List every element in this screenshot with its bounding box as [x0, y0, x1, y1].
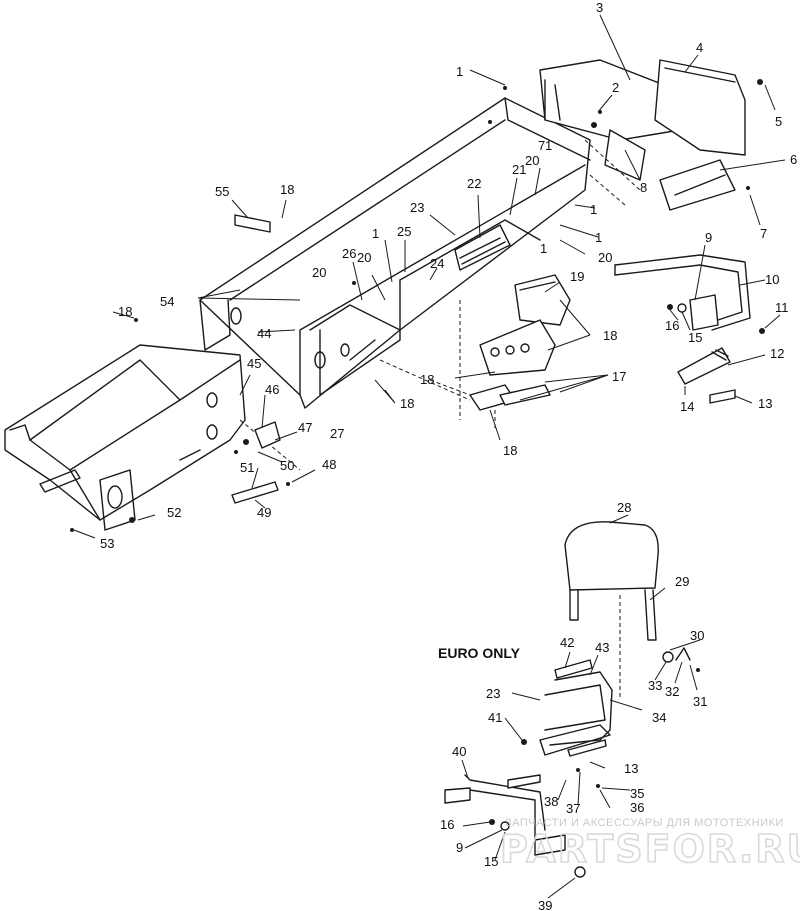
lower-left-parts	[70, 86, 507, 532]
callout-21-label: 21	[512, 162, 526, 177]
callout-22-label: 22	[467, 176, 481, 191]
callout-47-label: 47	[298, 420, 312, 435]
callout-20-label: 20	[357, 250, 371, 265]
callout-18-label: 18	[118, 304, 132, 319]
callout-9-label: 9	[705, 230, 712, 245]
callout-24-label: 24	[430, 256, 444, 271]
callout-16-label: 16	[665, 318, 679, 333]
callout-18-label: 18	[280, 182, 294, 197]
backrest-assembly	[444, 521, 700, 878]
callout-1-label: 1	[545, 138, 552, 153]
watermark-tagline: ЗАПЧАСТИ И АКСЕССУАРЫ ДЛЯ МОТОТЕХНИКИ	[505, 817, 784, 829]
callout-labels: 1111112345677899101112131314151516161718…	[100, 0, 797, 911]
watermark-brand: PARTSFOR.RU	[500, 827, 800, 871]
callout-28-label: 28	[617, 500, 631, 515]
callout-6-label: 6	[790, 152, 797, 167]
callout-11-label: 11	[775, 300, 789, 315]
mid-parts	[379, 224, 571, 430]
callout-13-label: 13	[758, 396, 772, 411]
tunnel-assembly	[199, 97, 591, 409]
callout-55-label: 55	[215, 184, 229, 199]
callout-27-label: 27	[330, 426, 344, 441]
callout-1-label: 1	[372, 226, 379, 241]
callout-18-label: 18	[603, 328, 617, 343]
callout-23-label: 23	[486, 686, 500, 701]
callout-38-label: 38	[544, 794, 558, 809]
callout-30-label: 30	[690, 628, 704, 643]
callout-7-label: 7	[538, 138, 545, 153]
callout-18-label: 18	[420, 372, 434, 387]
callout-1-label: 1	[456, 64, 463, 79]
callout-40-label: 40	[452, 744, 466, 759]
callout-5-label: 5	[775, 114, 782, 129]
callout-51-label: 51	[240, 460, 254, 475]
callout-34-label: 34	[652, 710, 666, 725]
callout-37-label: 37	[566, 801, 580, 816]
callout-16-label: 16	[440, 817, 454, 832]
rear-box-assembly	[539, 59, 763, 211]
callout-10-label: 10	[765, 272, 779, 287]
callout-1-label: 1	[540, 241, 547, 256]
callout-1-label: 1	[595, 230, 602, 245]
callout-15-label: 15	[688, 330, 702, 345]
callout-3-label: 3	[596, 0, 603, 15]
callout-23-label: 23	[410, 200, 424, 215]
callout-41-label: 41	[488, 710, 502, 725]
callout-15-label: 15	[484, 854, 498, 869]
callout-17-label: 17	[612, 369, 626, 384]
callout-33-label: 33	[648, 678, 662, 693]
callout-53-label: 53	[100, 536, 114, 551]
callout-20-label: 20	[525, 153, 539, 168]
callout-36-label: 36	[630, 800, 644, 815]
callout-42-label: 42	[560, 635, 574, 650]
callout-29-label: 29	[675, 574, 689, 589]
leader-lines	[73, 14, 786, 899]
callout-20-label: 20	[312, 265, 326, 280]
callout-25-label: 25	[397, 224, 411, 239]
chassis-assembly	[4, 344, 301, 531]
callout-39-label: 39	[538, 898, 552, 911]
callout-48-label: 48	[322, 457, 336, 472]
callout-7-label: 7	[760, 226, 767, 241]
rear-bumper-assembly	[614, 254, 765, 404]
callout-44-label: 44	[257, 326, 271, 341]
callout-4-label: 4	[696, 40, 703, 55]
euro-only-label: EURO ONLY	[438, 645, 521, 661]
callout-9-label: 9	[456, 840, 463, 855]
callout-26-label: 26	[342, 246, 356, 261]
watermark: ЗАПЧАСТИ И АКСЕССУАРЫ ДЛЯ МОТОТЕХНИКИ PA…	[499, 817, 800, 872]
callout-18-label: 18	[503, 443, 517, 458]
callout-49-label: 49	[257, 505, 271, 520]
callout-50-label: 50	[280, 458, 294, 473]
callout-19-label: 19	[570, 269, 584, 284]
callout-2-label: 2	[612, 80, 619, 95]
callout-20-label: 20	[598, 250, 612, 265]
callout-31-label: 31	[693, 694, 707, 709]
callout-32-label: 32	[665, 684, 679, 699]
callout-43-label: 43	[595, 640, 609, 655]
callout-35-label: 35	[630, 786, 644, 801]
callout-18-label: 18	[400, 396, 414, 411]
callout-52-label: 52	[167, 505, 181, 520]
callout-46-label: 46	[265, 382, 279, 397]
callout-12-label: 12	[770, 346, 784, 361]
callout-54-label: 54	[160, 294, 174, 309]
callout-1-label: 1	[590, 202, 597, 217]
callout-14-label: 14	[680, 399, 694, 414]
callout-13-label: 13	[624, 761, 638, 776]
callout-8-label: 8	[640, 180, 647, 195]
callout-45-label: 45	[247, 356, 261, 371]
